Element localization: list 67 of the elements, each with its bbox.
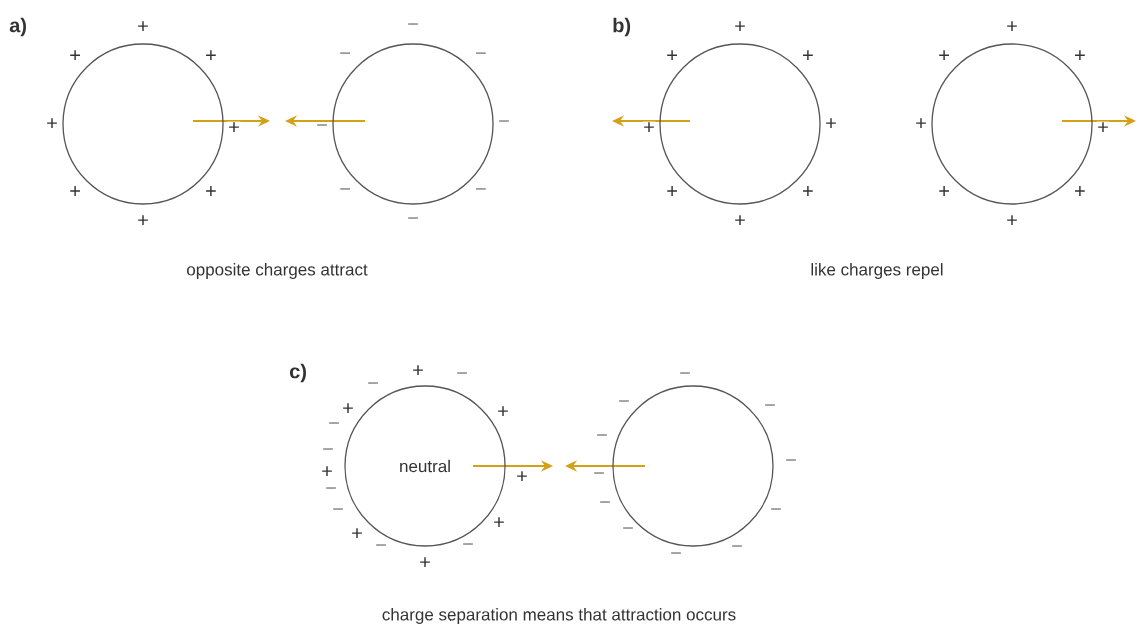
charged-sphere bbox=[612, 385, 774, 547]
charge-sign: + bbox=[939, 186, 949, 196]
charge-sign: + bbox=[413, 365, 423, 375]
charge-sign: + bbox=[1007, 21, 1017, 31]
charge-sign: + bbox=[667, 186, 677, 196]
panel-letter: c) bbox=[290, 363, 306, 383]
charge-sign: − bbox=[499, 120, 509, 122]
charge-sign: + bbox=[138, 21, 148, 31]
charge-sign: + bbox=[803, 50, 813, 61]
charge-sign: − bbox=[680, 372, 690, 374]
charge-sign: − bbox=[408, 23, 418, 25]
charge-sign: + bbox=[420, 557, 430, 567]
charge-sign: − bbox=[340, 52, 350, 54]
charge-sign: − bbox=[597, 434, 607, 436]
charge-sign: − bbox=[376, 544, 386, 546]
charge-sign: + bbox=[322, 466, 332, 476]
caption: opposite charges attract bbox=[187, 263, 368, 279]
panel-letter: a) bbox=[9, 17, 26, 37]
charge-sign: − bbox=[476, 188, 486, 190]
charge-sign: + bbox=[70, 50, 80, 61]
caption: like charges repel bbox=[811, 263, 943, 279]
charge-sign: + bbox=[735, 215, 745, 225]
charge-sign: + bbox=[352, 528, 362, 538]
charge-sign: + bbox=[1007, 215, 1017, 225]
charge-sign: − bbox=[326, 487, 336, 489]
charge-sign: + bbox=[498, 406, 508, 416]
charge-sign: − bbox=[329, 422, 339, 424]
charge-sign: + bbox=[1075, 50, 1085, 61]
charge-sign: + bbox=[515, 470, 529, 484]
charge-sign: − bbox=[594, 472, 604, 474]
charge-sign: + bbox=[735, 21, 745, 31]
charge-sign: − bbox=[323, 448, 333, 450]
charge-sign: − bbox=[671, 552, 681, 554]
caption: charge separation means that attraction occurs bbox=[382, 608, 736, 624]
charge-sign: − bbox=[408, 217, 418, 219]
charge-sign: + bbox=[138, 215, 148, 225]
charge-sign: + bbox=[494, 517, 504, 527]
charge-sign: − bbox=[368, 382, 378, 384]
charge-sign: + bbox=[343, 403, 353, 413]
charge-sign: + bbox=[803, 186, 813, 196]
charge-sign: + bbox=[47, 118, 57, 128]
panel-letter: b) bbox=[613, 17, 631, 37]
charge-sign: + bbox=[206, 186, 216, 196]
charge-sign: − bbox=[619, 400, 629, 402]
charge-sign: + bbox=[70, 186, 80, 196]
charge-sign: + bbox=[826, 118, 836, 128]
charge-sign: + bbox=[939, 50, 949, 61]
charged-sphere bbox=[659, 43, 821, 205]
charged-sphere bbox=[332, 43, 494, 205]
charge-sign: − bbox=[771, 508, 781, 510]
charge-sign: + bbox=[916, 118, 926, 128]
charged-sphere bbox=[931, 43, 1093, 205]
charge-sign: − bbox=[786, 459, 796, 461]
charge-sign: + bbox=[667, 50, 677, 61]
charge-sign: − bbox=[333, 508, 343, 510]
charge-sign: − bbox=[732, 545, 742, 547]
charge-sign: − bbox=[600, 501, 610, 503]
charged-sphere bbox=[62, 43, 224, 205]
charge-sign: − bbox=[340, 188, 350, 190]
charge-sign: − bbox=[765, 404, 775, 406]
charge-sign: − bbox=[463, 543, 473, 545]
charge-sign: − bbox=[476, 52, 486, 54]
charge-sign: − bbox=[457, 372, 467, 374]
charge-sign: + bbox=[1075, 186, 1085, 196]
charge-sign: + bbox=[206, 50, 216, 61]
charge-sign: − bbox=[315, 123, 329, 133]
charge-sign: − bbox=[623, 527, 633, 529]
